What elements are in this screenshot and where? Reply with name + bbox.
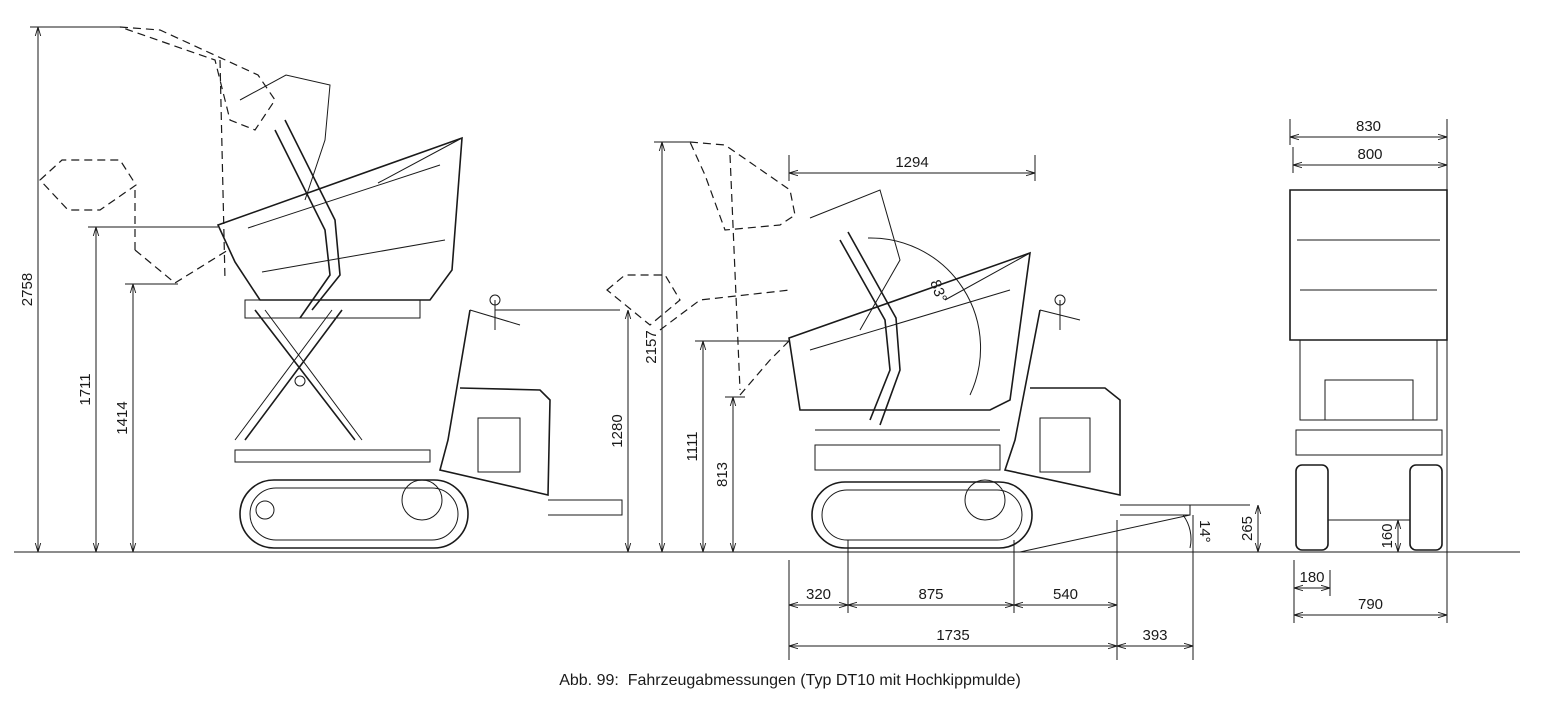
dim-reach-label: 1294 — [895, 154, 928, 171]
tilt-angle-label: 83° — [926, 278, 950, 305]
dim-rear-overhang-label: 320 — [806, 586, 831, 603]
dim-width-outer-label: 830 — [1356, 118, 1381, 135]
dim-track-width-label: 180 — [1299, 569, 1324, 586]
middle-view-machine — [606, 141, 1191, 553]
dim-total-length-label: 1735 — [936, 627, 969, 644]
dim-width-inner-label: 800 — [1357, 146, 1382, 163]
dim-overall-width-label: 790 — [1358, 596, 1383, 613]
caption-number: Abb. 99: — [559, 672, 619, 689]
dim-platform-length-label: 393 — [1142, 627, 1167, 644]
approach-angle-label: 14° — [1196, 520, 1213, 543]
dim-track-center-label: 875 — [918, 586, 943, 603]
dimension-lines: 2758 1711 1414 1280 2157 1111 813 265 1294 320 875… — [19, 26, 1448, 660]
dim-front-overhang-label: 540 — [1053, 586, 1078, 603]
figure-caption: Abb. 99: Fahrzeugabmessungen (Typ DT10 m… — [0, 672, 1547, 690]
dim-ground-clearance-label: 160 — [1379, 523, 1396, 548]
dim-handle-height-label: 1280 — [609, 414, 626, 447]
approach-angle-arc — [1182, 514, 1192, 549]
dim-dump-height-high-label: 1111 — [684, 431, 701, 461]
front-view-machine — [1289, 189, 1448, 551]
dim-dump-height-low-label: 1414 — [114, 401, 131, 434]
dim-dump-height-low-label: 813 — [714, 462, 731, 487]
dim-max-height-label: 2758 — [19, 273, 36, 306]
dim-max-height-label: 2157 — [643, 330, 660, 363]
left-view-machine — [39, 26, 623, 549]
dim-dump-height-high-label: 1711 — [77, 373, 94, 405]
caption-text: Fahrzeugabmessungen (Typ DT10 mit Hochki… — [627, 672, 1021, 689]
dim-platform-height-label: 265 — [1239, 516, 1256, 541]
